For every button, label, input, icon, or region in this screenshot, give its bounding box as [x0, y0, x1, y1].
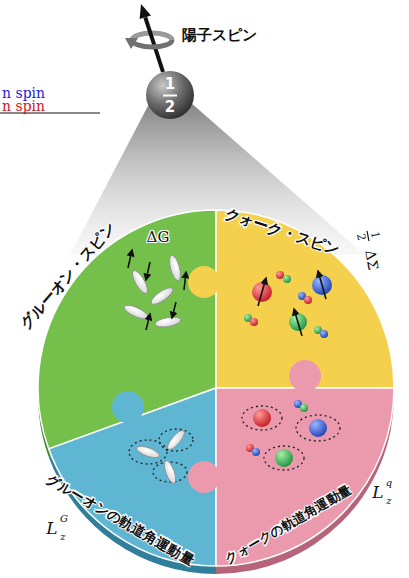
orbit-path [264, 446, 304, 470]
spin-arrow [128, 250, 132, 268]
cropped-label: n spin [2, 99, 45, 113]
sea-quark [283, 275, 291, 283]
orbit-path [129, 440, 167, 464]
quark [309, 419, 327, 437]
cropped-label: n spin [2, 86, 45, 100]
fraction-denominator: 2 [165, 100, 175, 115]
spin-arrow [258, 278, 266, 306]
proton-sphere-shape [146, 71, 194, 119]
sea-quark [300, 404, 308, 412]
spin-arrow [294, 309, 302, 336]
spin-arrow [184, 272, 186, 290]
quark [289, 313, 307, 331]
gluon [165, 428, 187, 452]
orbit-path [242, 406, 282, 430]
symbol: L [46, 520, 57, 537]
proton-spin-label: 陽子スピン [182, 28, 257, 43]
sea-quark [314, 326, 322, 334]
fraction-numerator: 1 [369, 230, 381, 239]
puzzle-piece: グルーオンの軌道角運動量LzG [0, 190, 409, 578]
rotation-arrow-front [132, 40, 172, 47]
rotation-arrow-head [125, 38, 138, 49]
sea-quark [252, 448, 260, 456]
symbol: ΔΣ [363, 249, 380, 271]
puzzle-tab [112, 391, 144, 423]
sea-quark [276, 271, 284, 279]
spin-arrow [146, 314, 150, 330]
orbit-path [296, 415, 340, 441]
superscript: G [60, 514, 68, 524]
orbit-path [153, 462, 187, 482]
sea-quark [320, 330, 328, 338]
subscript: z [386, 496, 391, 506]
fraction-numerator: 1 [165, 77, 175, 92]
fraction-denominator: 2 [355, 233, 367, 242]
sea-quark [250, 318, 258, 326]
quark [252, 282, 272, 302]
spin-arrow-head [140, 4, 151, 19]
piece-face [216, 388, 394, 566]
gluon [167, 254, 182, 281]
quark [253, 409, 271, 427]
gluon [154, 315, 181, 328]
gluon [130, 268, 151, 295]
superscript: q [386, 478, 392, 488]
quark [275, 449, 293, 467]
sea-quark [298, 292, 306, 300]
gluon [149, 285, 175, 307]
gluon [122, 302, 149, 321]
spin-arrow [146, 262, 150, 280]
sea-quark [246, 444, 254, 452]
spin-arrow [318, 271, 326, 299]
proton-sphere: 12 [145, 70, 195, 120]
puzzle-tab [188, 266, 220, 298]
fraction-bar [163, 95, 177, 97]
subscript: z [60, 532, 65, 542]
spin-arrow [172, 302, 176, 318]
sea-quark [304, 296, 312, 304]
gluon [135, 444, 160, 460]
symbol: ΔG [147, 230, 170, 245]
sea-quark [244, 314, 252, 322]
orbit-path [159, 429, 193, 451]
symbol: L [372, 484, 383, 501]
quark [312, 275, 332, 295]
sea-quark [294, 400, 302, 408]
gluon [162, 459, 178, 484]
puzzle-tab [289, 360, 321, 392]
puzzle-tab [188, 461, 220, 493]
